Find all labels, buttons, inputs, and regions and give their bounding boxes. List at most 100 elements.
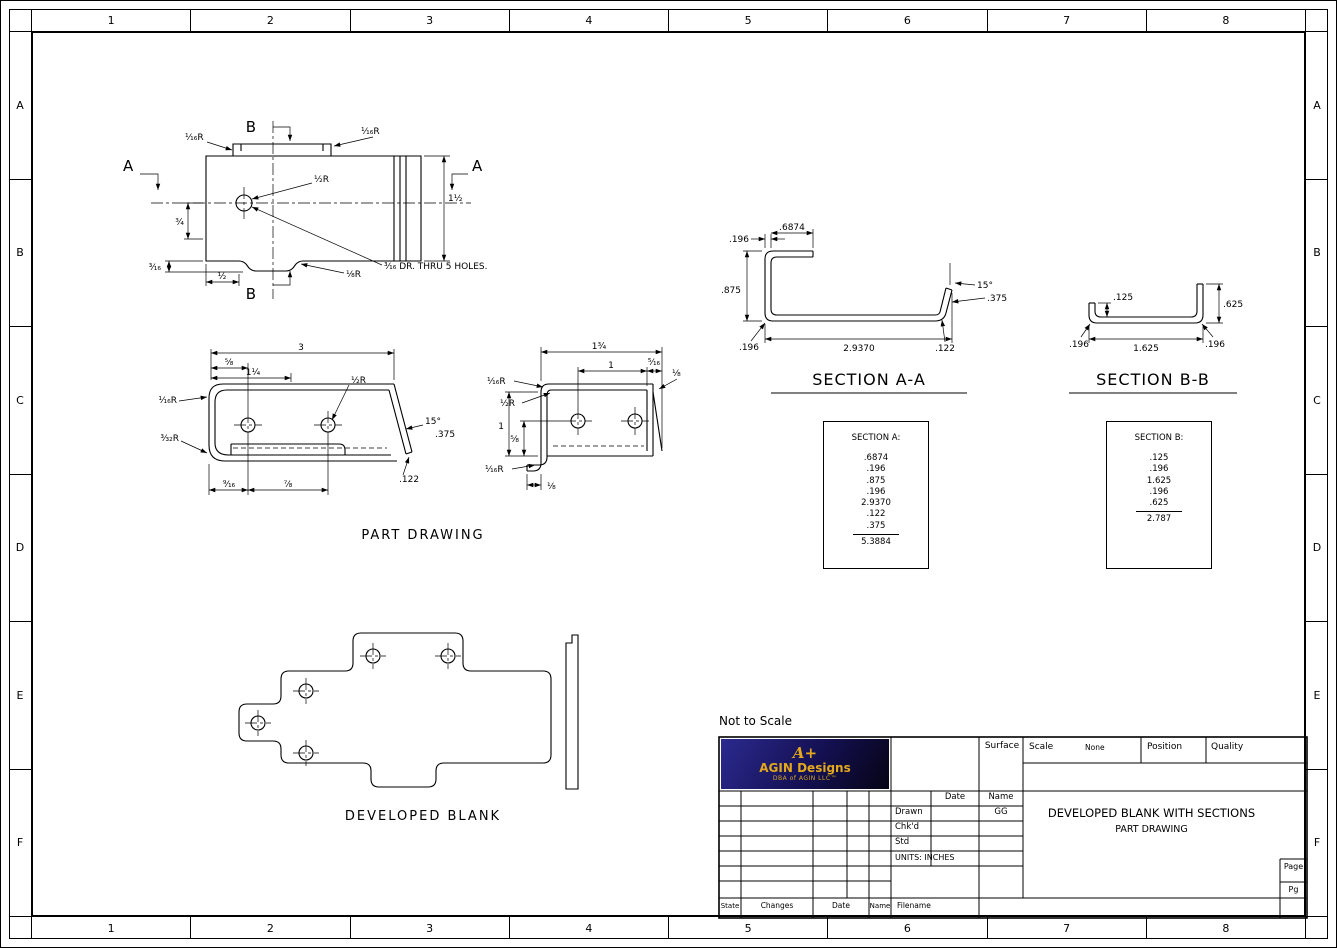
dim-label: 1: [498, 422, 504, 432]
dim-label: 15°: [977, 281, 993, 291]
section-label-a-left: A: [123, 157, 134, 175]
frame-column-label: 3: [351, 9, 510, 31]
dim-label: ¹⁄₁₆R: [185, 133, 204, 143]
section-b-arrow-bottom: [273, 271, 293, 286]
frame-row-label: B: [1306, 180, 1328, 327]
section-b-table-value: .125: [1149, 453, 1169, 463]
logo-subtitle: DBA of AGIN LLC™: [772, 775, 838, 783]
linework: [251, 206, 383, 266]
frame-row-label: E: [9, 622, 31, 770]
frame-column-label: 4: [510, 9, 669, 31]
linework: [951, 297, 986, 304]
titleblock-scale-value: None: [1085, 743, 1105, 752]
section-b-table-value: .625: [1149, 498, 1169, 509]
linework: [405, 451, 413, 455]
lip-tab: [231, 443, 346, 455]
section-a-table-value: .6874: [863, 453, 889, 463]
dim-label: ½R: [351, 376, 366, 386]
linework: [388, 389, 407, 455]
section-b-table-total: 2.787: [1136, 511, 1182, 524]
dim-label: ⅛R: [346, 270, 361, 280]
dim-label: ⁵⁄₁₆: [648, 358, 661, 368]
titleblock-date-header: Date: [944, 792, 966, 802]
section-label-b-top: B: [246, 118, 256, 136]
linework: [405, 424, 424, 430]
front-view: 3 ⅝ 1¼ ½R ¹⁄₁₆R ³⁄₃₂R 15° .375 .122 ⁹⁄₁₆: [158, 343, 482, 543]
titleblock-state-label: State: [720, 902, 740, 910]
section-b-table-title: SECTION B:: [1134, 433, 1184, 443]
dim-label: 2.9370: [843, 344, 875, 354]
company-logo: A+ AGIN Designs DBA of AGIN LLC™: [721, 739, 889, 789]
blank-edge-strip: [565, 634, 579, 790]
hole: [250, 715, 266, 731]
dim-label: ¹⁄₁₆R: [485, 465, 504, 475]
frame-column-label: 2: [191, 9, 351, 31]
titleblock-drawn-by: GG: [994, 807, 1008, 817]
section-b-table-value: .196: [1149, 486, 1169, 497]
section-label-b-bottom: B: [246, 285, 256, 303]
frame-column-label: 6: [828, 917, 988, 939]
linework: [521, 392, 551, 404]
hole: [627, 413, 643, 429]
frame-row-label: B: [9, 180, 31, 327]
dim-label: ¹⁄₁₆R: [361, 127, 380, 137]
dim-label: 1½: [448, 194, 463, 204]
dim-label: .625: [1223, 300, 1243, 310]
dim-label: ³⁄₃₂R: [160, 434, 179, 444]
linework: [333, 136, 374, 147]
drill-note: ³⁄₁₆ DR. THRU 5 HOLES.: [384, 262, 487, 272]
section-a-table-total: 5.3884: [853, 534, 899, 547]
dim-label: .125: [1113, 293, 1133, 303]
linework: [658, 378, 678, 390]
section-b-view: .125 .625 .196 1.625 .196 SECTION B-B: [1069, 283, 1243, 394]
titleblock-drawn-label: Drawn: [895, 807, 923, 817]
section-a-title: SECTION A-A: [812, 370, 926, 389]
dim-label: .875: [721, 286, 741, 296]
frame-row-label: F: [9, 770, 31, 917]
titleblock-changes-label: Changes: [760, 901, 794, 910]
titleblock-pg-label: Pg: [1288, 885, 1299, 894]
titleblock-std-label: Std: [895, 837, 910, 847]
titleblock-filename-label: Filename: [897, 901, 931, 910]
linework: [750, 322, 766, 342]
frame-column-label: 8: [1147, 9, 1306, 31]
frame-column-label: 7: [988, 917, 1147, 939]
dim-label: ⅞: [284, 480, 293, 490]
not-to-scale-note: Not to Scale: [719, 714, 792, 728]
logo-brand-name: AGIN Designs: [759, 760, 851, 775]
hole: [440, 648, 456, 664]
angled-lip: [393, 383, 413, 453]
section-b-table-value: 1.625: [1146, 475, 1172, 486]
section-b-title: SECTION B-B: [1096, 370, 1210, 389]
dim-label: .375: [987, 294, 1007, 304]
frame-column-label: 4: [510, 917, 669, 939]
titleblock-surface-label: Surface: [984, 741, 1020, 751]
frame-row-label: C: [1306, 327, 1328, 475]
top-view: B B A A 1½ ¾ ³⁄₁₆ ½ ⅛R ³⁄₁₆ DR. THRU 5 H…: [123, 118, 487, 303]
linework: [206, 141, 233, 151]
dim-label: ⅛: [547, 482, 556, 492]
frame-column-label: 8: [1147, 917, 1306, 939]
linework: [214, 389, 391, 456]
linework: [331, 384, 350, 421]
dim-label: 3: [298, 343, 304, 353]
dim-label: ¹⁄₁₆R: [158, 396, 177, 406]
frame-column-label: 6: [828, 9, 988, 31]
hole: [240, 417, 256, 433]
dim-label: ⅝: [225, 358, 234, 368]
dim-label: 15°: [425, 417, 441, 427]
hole: [365, 648, 381, 664]
section-label-a-right: A: [472, 157, 483, 175]
section-a-table-value: .875: [866, 475, 886, 486]
developed-blank-view: DEVELOPED BLANK: [238, 632, 579, 824]
dim-label: .6874: [779, 223, 805, 233]
dim-label: ⁹⁄₁₆: [223, 480, 236, 490]
linework: [178, 395, 208, 402]
dim-label: .196: [729, 235, 749, 245]
titleblock-name-col-label: Name: [869, 902, 891, 910]
linework: [251, 182, 313, 200]
